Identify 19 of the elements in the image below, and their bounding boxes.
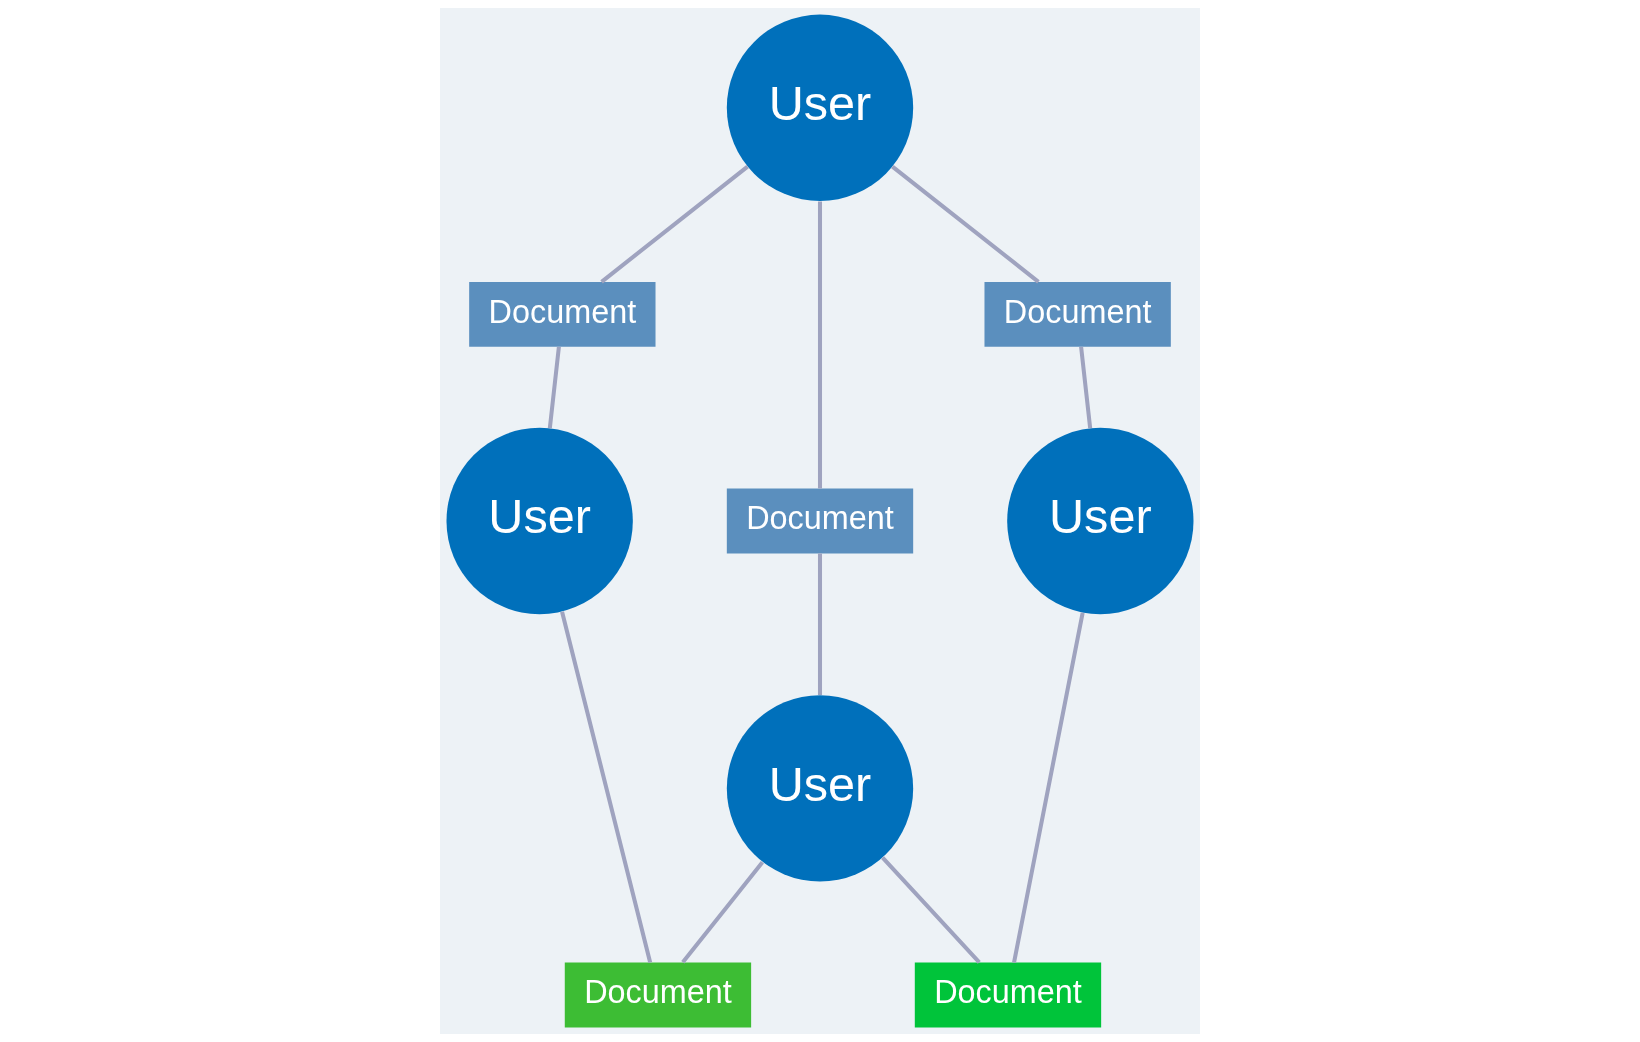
connector <box>560 611 653 963</box>
connector <box>547 346 561 429</box>
connector <box>881 856 981 964</box>
node-box: Document <box>984 282 1171 347</box>
connector <box>681 861 764 964</box>
node-box: Document <box>469 282 656 347</box>
node-box: Document <box>726 488 914 554</box>
node-box: Document <box>564 962 752 1028</box>
connector <box>1012 612 1085 963</box>
connector <box>817 553 823 696</box>
connector <box>817 201 823 489</box>
node-circle: User <box>1007 427 1194 615</box>
node-circle: User <box>726 14 914 201</box>
connector <box>600 165 749 284</box>
node-circle: User <box>446 427 633 615</box>
node-circle: User <box>726 695 914 882</box>
node-box: Document <box>914 962 1102 1028</box>
connector <box>891 165 1040 284</box>
connector <box>1079 346 1093 429</box>
